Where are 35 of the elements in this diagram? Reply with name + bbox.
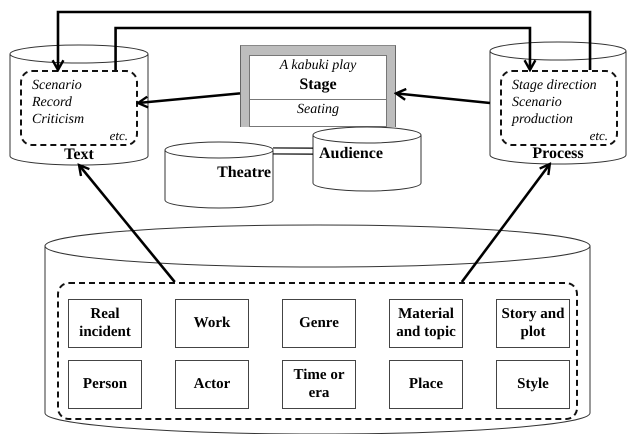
dashed-group	[500, 70, 618, 146]
etc-note: etc.	[590, 128, 608, 144]
list-item: Record	[32, 94, 72, 112]
cylinder-label: Audience	[319, 145, 383, 163]
category-box: Work	[175, 299, 249, 348]
arrow	[136, 92, 240, 109]
arrow	[78, 164, 176, 283]
list-item: Stage direction	[512, 78, 597, 95]
arrow	[460, 162, 552, 283]
category-box: Time or era	[282, 360, 356, 409]
arrow	[51, 10, 592, 72]
stage-title: Stage	[299, 74, 337, 94]
etc-note: etc.	[110, 128, 128, 144]
dashed-group	[20, 70, 138, 146]
category-box: Place	[389, 360, 463, 409]
category-box: Genre	[282, 299, 356, 348]
double-line-connector	[272, 147, 314, 155]
category-box: Person	[68, 360, 142, 409]
cylinder-label: Process	[532, 145, 584, 163]
cylinder-label: Theatre	[217, 164, 271, 182]
category-box: Material and topic	[389, 299, 463, 348]
seating-label: Seating	[297, 102, 339, 119]
list-item: Scenario production	[512, 94, 574, 128]
dashed-group	[57, 282, 578, 420]
category-box: Story and plot	[496, 299, 570, 348]
stage-caption: A kabuki play	[280, 58, 356, 75]
category-box: Actor	[175, 360, 249, 409]
category-box: Real incident	[68, 299, 142, 348]
arrow	[394, 88, 490, 104]
cylinder-label: Text	[64, 146, 94, 164]
arrow	[114, 26, 537, 72]
list-item: Criticism	[32, 112, 84, 128]
list-item: Scenario	[32, 78, 82, 95]
stage-frame	[240, 45, 396, 127]
category-box: Style	[496, 360, 570, 409]
